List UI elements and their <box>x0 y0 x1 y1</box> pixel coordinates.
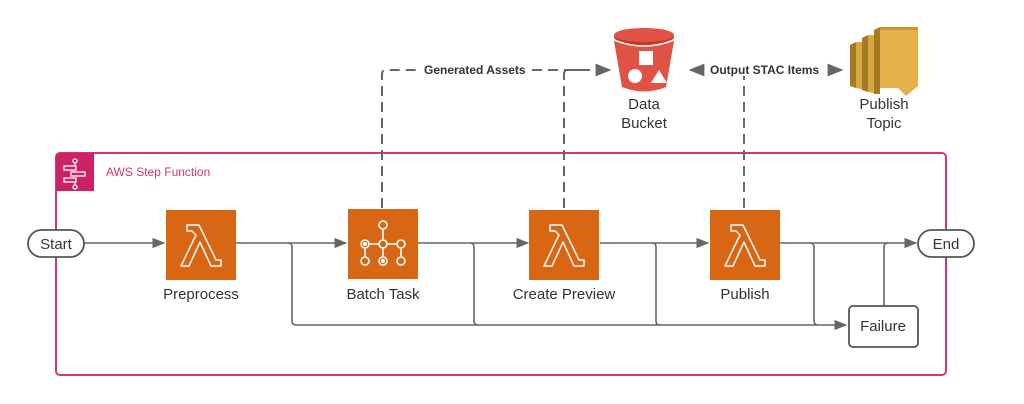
step-functions-icon <box>56 153 94 191</box>
step-label: Publish <box>720 286 769 303</box>
lambda-icon <box>724 224 766 267</box>
failure-state[interactable]: Failure <box>848 305 919 348</box>
batch-icon <box>360 220 406 266</box>
step-label: Batch Task <box>346 286 420 303</box>
start-terminal[interactable]: Start <box>27 229 85 258</box>
output-stac-connector <box>688 63 844 208</box>
generated-assets-connector <box>381 63 612 208</box>
group-title: AWS Step Function <box>106 165 210 179</box>
flow-connectors <box>84 237 918 331</box>
step-publish[interactable]: Publish <box>710 210 780 303</box>
end-label: End <box>933 236 960 253</box>
topic-label-line1: Publish <box>859 96 908 113</box>
step-label: Preprocess <box>163 286 239 303</box>
step-batch-task[interactable]: Batch Task <box>346 209 420 303</box>
output-stac-label: Output STAC Items <box>710 63 819 77</box>
sns-topic-icon[interactable] <box>850 27 918 96</box>
generated-assets-label: Generated Assets <box>424 63 526 77</box>
failure-label: Failure <box>860 318 906 335</box>
lambda-icon <box>543 224 585 267</box>
start-label: Start <box>40 236 73 253</box>
topic-label-line2: Topic <box>866 115 902 132</box>
step-create-preview[interactable]: Create Preview <box>513 210 616 303</box>
end-terminal[interactable]: End <box>917 229 975 258</box>
step-preprocess[interactable]: Preprocess <box>163 210 239 303</box>
bucket-label-line1: Data <box>628 96 660 113</box>
step-label: Create Preview <box>513 286 616 303</box>
lambda-icon <box>180 224 222 267</box>
bucket-label-line2: Bucket <box>621 115 668 132</box>
step-function-group <box>55 152 947 376</box>
s3-bucket-icon[interactable] <box>613 28 675 92</box>
